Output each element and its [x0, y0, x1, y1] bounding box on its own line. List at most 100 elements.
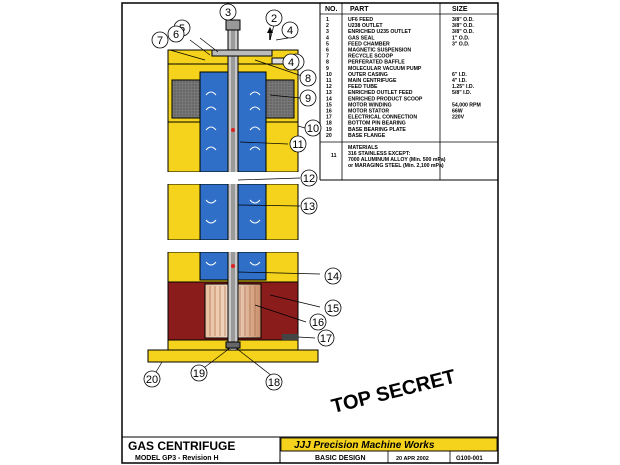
callout-number: 13	[303, 201, 315, 213]
materials-no: 11	[331, 153, 337, 159]
part-size-cell: 1" O.D.	[452, 35, 470, 41]
callout-number: 3	[225, 7, 231, 19]
callout-bubble	[324, 267, 342, 285]
callout-bubble	[300, 169, 318, 187]
callout-number: 20	[146, 374, 158, 386]
col-size-header: SIZE	[452, 6, 468, 13]
materials-line3: or MARAGING STEEL (Min. 2,100 mPa)	[348, 163, 444, 169]
part-part-cell: UF6 FEED	[348, 17, 373, 23]
callout-number: 2	[271, 13, 277, 25]
materials-heading: MATERIALS	[348, 145, 378, 151]
col-no-header: NO.	[325, 6, 338, 13]
callout-bubble	[309, 313, 327, 331]
part-part-cell: BASE FLANGE	[348, 133, 386, 139]
col-part-header: PART	[350, 6, 369, 13]
part-size-cell: 220V	[452, 115, 465, 121]
callout-number: 9	[305, 93, 311, 105]
break-2	[150, 240, 318, 252]
callout-bubble	[167, 25, 185, 43]
part-part-cell: MOLECULAR VACUUM PUMP	[348, 66, 422, 72]
part-no-cell: 6	[326, 48, 329, 54]
design-label: BASIC DESIGN	[315, 455, 366, 462]
part-no-cell: 11	[326, 78, 332, 84]
part-no-cell: 8	[326, 60, 329, 66]
callout-number: 17	[320, 333, 332, 345]
part-part-cell: U238 OUTLET	[348, 23, 383, 29]
callout-bubble	[299, 69, 317, 87]
outlet-arrowhead-2	[267, 27, 273, 33]
callout-bubble	[300, 197, 318, 215]
part-part-cell: MOTOR STATOR	[348, 109, 389, 115]
drawing-number: G100-001	[456, 456, 483, 462]
callout-bubble	[265, 373, 283, 391]
callout-number: 4	[288, 57, 294, 69]
callout-bubble	[190, 364, 208, 382]
drawing-date: 20 APR 2002	[396, 456, 429, 462]
part-no-cell: 3	[326, 29, 329, 35]
callout-bubble	[324, 299, 342, 317]
materials-line1: 316 STAINLESS EXCEPT:	[348, 151, 410, 157]
materials-line2: 7000 ALUMINUM ALLOY (Min. 500 mPa)	[348, 157, 446, 163]
callout-number: 12	[303, 173, 315, 185]
part-no-cell: 7	[326, 54, 329, 60]
part-size-cell: 3/8" O.D.	[452, 29, 474, 35]
sheet-border	[121, 2, 499, 464]
callout-number: 4	[287, 25, 293, 37]
electrical-connection	[282, 334, 298, 340]
callout-bubble	[265, 9, 283, 27]
part-no-cell: 19	[326, 127, 332, 133]
callout-bubble	[143, 370, 161, 388]
callout-bubble	[289, 135, 307, 153]
top-seal	[225, 19, 241, 31]
callout-bubble	[317, 329, 335, 347]
part-size-cell: 3" O.D.	[452, 41, 470, 47]
part-no-cell: 5	[326, 41, 329, 47]
scoop-marker	[231, 264, 235, 268]
base-flange	[147, 349, 319, 363]
enriched-outlet-tube	[231, 30, 235, 350]
part-part-cell: RECYCLE SCOOP	[348, 54, 394, 60]
part-no-cell: 17	[326, 115, 332, 121]
part-part-cell: MAGNETIC SUSPENSION	[348, 48, 411, 54]
part-no-cell: 1	[326, 17, 329, 23]
part-no-cell: 18	[326, 121, 332, 127]
part-size-cell: 3/8" O.D.	[452, 23, 474, 29]
callout-number: 15	[327, 303, 339, 315]
callout-number: 19	[193, 368, 205, 380]
callout-bubble	[304, 119, 322, 137]
callout-number: 11	[292, 139, 303, 151]
feed-chamber	[211, 49, 273, 57]
part-size-cell: 66W	[452, 109, 463, 115]
part-no-cell: 10	[326, 72, 332, 78]
part-part-cell: FEED CHAMBER	[348, 41, 390, 47]
part-no-cell: 12	[326, 84, 332, 90]
part-size-cell: 4" I.D.	[452, 78, 467, 84]
company-name: JJJ Precision Machine Works	[294, 440, 435, 451]
drawing-model: MODEL GP3 - Revision H	[135, 455, 219, 462]
callout-number: 7	[157, 35, 163, 47]
part-size-cell: 6" I.D.	[452, 72, 467, 78]
callout-number: 14	[327, 271, 339, 283]
part-no-cell: 4	[326, 35, 329, 41]
callout-number: 8	[305, 73, 311, 85]
callout-bubble	[219, 3, 237, 21]
part-part-cell: ENRICHED U235 OUTLET	[348, 29, 412, 35]
callout-bubble	[281, 21, 299, 39]
part-part-cell: OUTER CASING	[348, 72, 388, 78]
part-part-cell: BASE BEARING PLATE	[348, 127, 406, 133]
part-part-cell: ENRICHED OUTLET FEED	[348, 90, 413, 96]
callout-bubble	[282, 53, 300, 71]
part-size-cell: 5/8" I.D.	[452, 90, 472, 96]
callout-number: 6	[173, 29, 179, 41]
part-no-cell: 15	[326, 102, 332, 108]
part-no-cell: 14	[326, 96, 332, 102]
callout-bubble	[151, 31, 169, 49]
callout-layer: 12344567891011121314151617181920	[143, 3, 342, 391]
part-part-cell: BOTTOM PIN BEARING	[348, 121, 406, 127]
part-no-cell: 13	[326, 90, 332, 96]
part-part-cell: MOTOR WINDING	[348, 102, 392, 108]
part-part-cell: ENRICHED PRODUCT SCOOP	[348, 96, 423, 102]
part-part-cell: ELECTRICAL CONNECTION	[348, 115, 417, 121]
